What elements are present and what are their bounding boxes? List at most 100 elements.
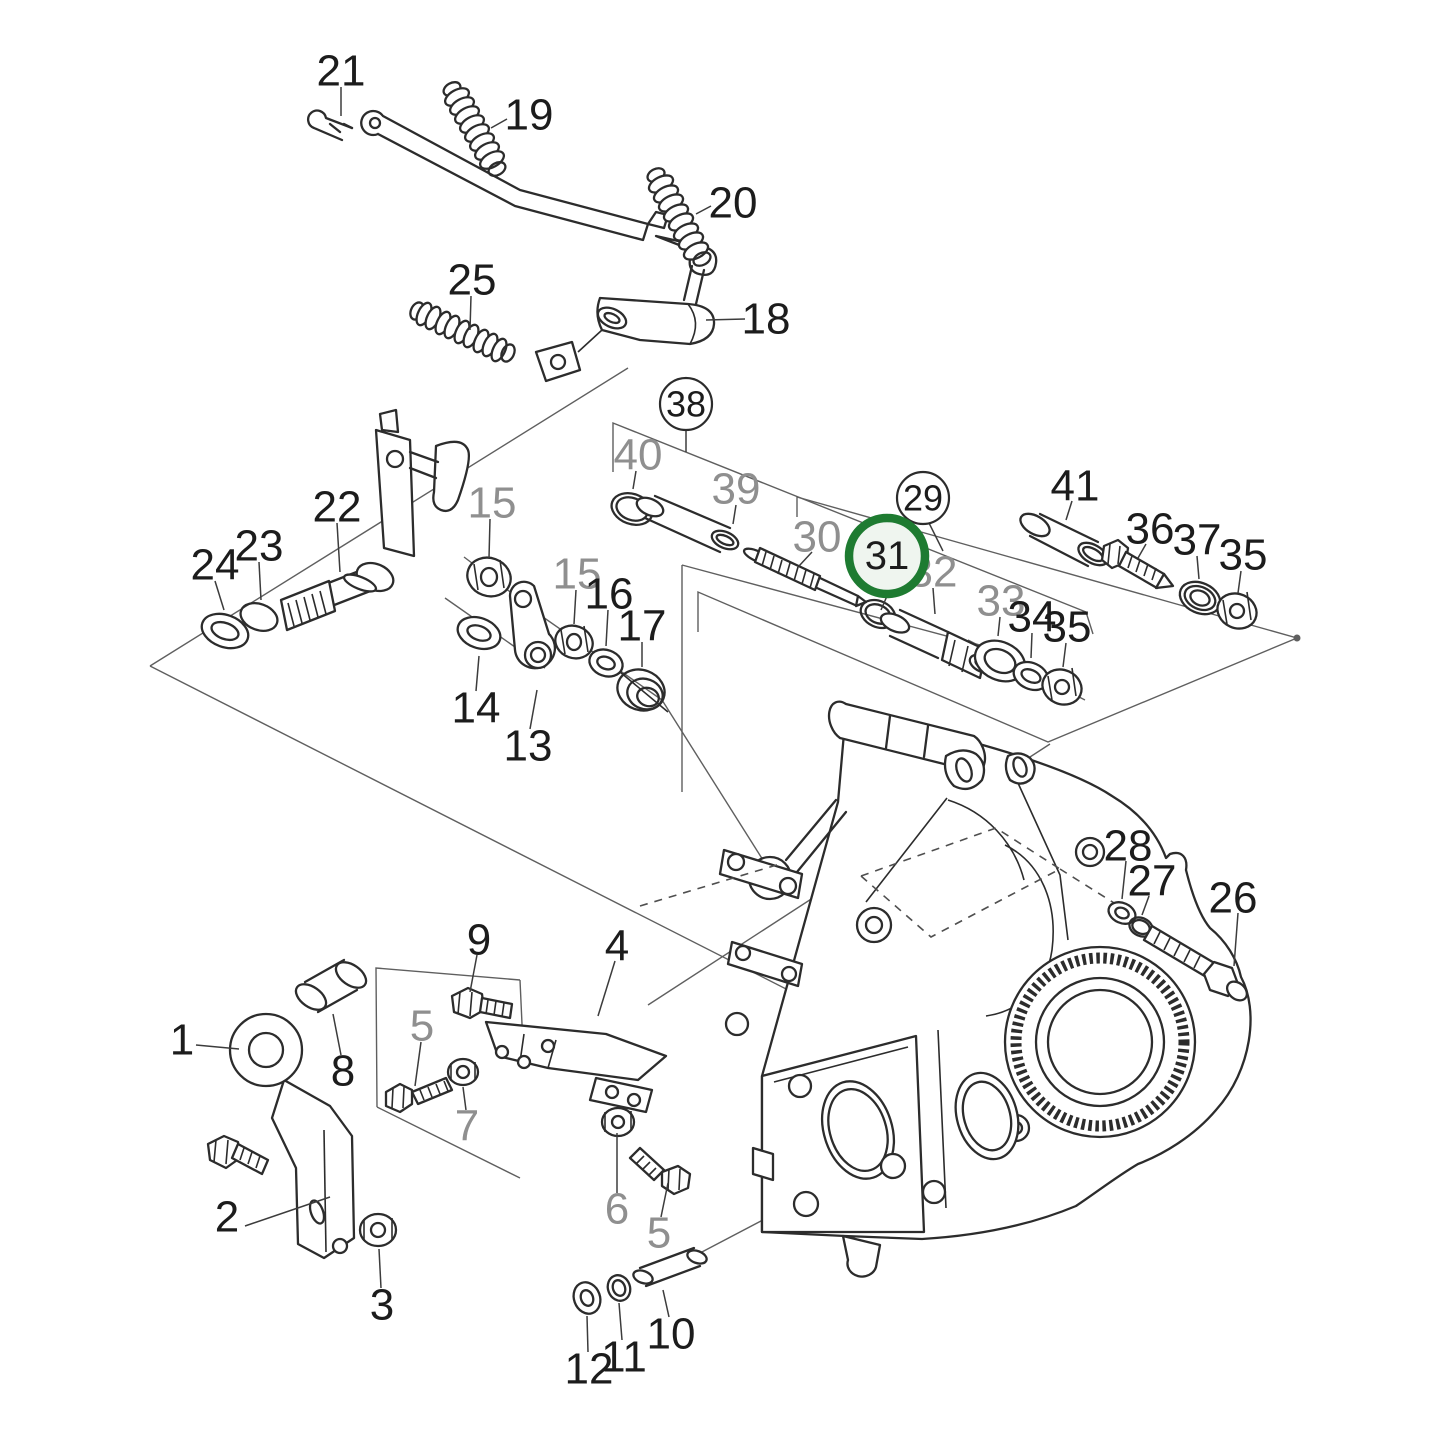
part-label-9-30: 9 <box>467 916 491 965</box>
part-label-23-6: 23 <box>235 522 284 571</box>
part-18-lever-assembly <box>360 109 718 383</box>
leader-11-39 <box>618 1302 623 1341</box>
part-label-11-39: 11 <box>601 1333 647 1382</box>
part-10-pin <box>632 1246 708 1288</box>
part-label-27-26: 27 <box>1128 857 1177 906</box>
part-26-bolt <box>1142 924 1249 1002</box>
part-label-36-22: 36 <box>1126 505 1175 554</box>
leader-23-6 <box>258 561 262 601</box>
part-label-35-20: 35 <box>1043 603 1092 652</box>
part-8-bushing <box>294 958 368 1014</box>
leader-9-30 <box>469 954 478 993</box>
leader-8-29 <box>332 1013 342 1056</box>
part-19-spring <box>442 81 507 177</box>
part-label-12-38: 12 <box>565 1345 614 1394</box>
leader-39-15 <box>732 504 737 525</box>
part-label-22-5: 22 <box>313 483 362 532</box>
part-label-1-28: 1 <box>170 1016 194 1065</box>
part-label-34-19: 34 <box>1008 593 1057 642</box>
part-label-29-42: 29 <box>903 478 943 519</box>
leader-2-36 <box>244 1196 331 1227</box>
part-label-40-14: 40 <box>614 431 663 480</box>
part-label-15-8: 15 <box>468 479 517 528</box>
leader-13-13 <box>529 689 538 730</box>
part-label-4-33: 4 <box>605 922 629 971</box>
leader-15-8 <box>488 518 491 559</box>
part-label-17-11: 17 <box>618 602 667 651</box>
part-9-bolt <box>450 986 514 1020</box>
part-41-cap <box>1019 512 1109 568</box>
leader-35-24 <box>1237 570 1242 594</box>
part-4-bracket <box>484 1020 668 1114</box>
part-15-nut-b <box>554 624 594 660</box>
part-label-28-25: 28 <box>1104 822 1153 871</box>
leader-20-2 <box>695 205 712 215</box>
part-label-13-13: 13 <box>504 722 553 771</box>
part-6-nut <box>600 1106 636 1138</box>
part-12-washer <box>572 1281 602 1315</box>
part-label-25-3: 25 <box>448 256 497 305</box>
leader-5-35 <box>660 1182 669 1218</box>
leader-30-16 <box>798 551 813 567</box>
part-label-5-35: 5 <box>647 1209 671 1258</box>
part-22-shaft-lever <box>279 408 471 632</box>
callout-circle-38 <box>658 376 714 432</box>
part-label-24-7: 24 <box>191 541 240 590</box>
part-label-31-43: 31 <box>865 534 910 578</box>
part-13-link-plate <box>508 580 557 670</box>
labels-layer: 2119202518222324151516171413403930323334… <box>170 47 1268 1394</box>
part-36-adjust-screw <box>1100 538 1175 590</box>
leader-25-3 <box>469 295 472 331</box>
leader-32-17 <box>932 587 936 615</box>
leader-26-27 <box>1233 912 1239 967</box>
leader-10-40 <box>662 1289 670 1318</box>
leader-12-38 <box>586 1315 589 1353</box>
part-label-38-41: 38 <box>666 384 706 425</box>
part-label-33-18: 33 <box>977 577 1026 626</box>
part-17-torsion-spring <box>616 668 669 713</box>
highlight-circle-31 <box>844 513 930 599</box>
part-label-2-36: 2 <box>215 1193 239 1242</box>
leader-16-10 <box>605 609 609 647</box>
part-label-19-1: 19 <box>505 91 554 140</box>
part-1-lever <box>228 1012 356 1260</box>
part-label-5-31: 5 <box>410 1002 434 1051</box>
part-label-14-12: 14 <box>452 684 501 733</box>
part-3-nut <box>358 1212 398 1248</box>
part-25-spring <box>409 301 516 363</box>
part-label-30-16: 30 <box>793 513 842 562</box>
part-label-37-23: 37 <box>1173 516 1222 565</box>
leader-19-1 <box>490 118 508 129</box>
part-37-washer <box>1178 580 1222 616</box>
part-30-adjuster-rod <box>742 546 868 608</box>
part-21-cotter-pin <box>307 109 354 142</box>
part-label-3-37: 3 <box>370 1281 394 1330</box>
part-2-bolt <box>206 1134 270 1176</box>
leader-34-19 <box>1030 632 1033 659</box>
part-24-seal-washer <box>200 612 250 650</box>
part-label-26-27: 26 <box>1209 874 1258 923</box>
leader-24-7 <box>214 580 225 611</box>
part-34-washer <box>1012 660 1050 692</box>
leader-35-20 <box>1062 642 1067 668</box>
leader-37-23 <box>1196 555 1200 580</box>
leader-27-26 <box>1141 895 1150 916</box>
part-23-snap-ring <box>239 602 279 632</box>
part-label-16-10: 16 <box>585 570 634 619</box>
leader-5-31 <box>414 1041 422 1087</box>
part-15-nut-a <box>466 556 512 598</box>
part-14-washer <box>456 615 502 651</box>
part-label-6-34: 6 <box>605 1185 629 1234</box>
leader-7-32 <box>462 1086 467 1111</box>
part-7-nut <box>446 1057 480 1087</box>
leader-40-14 <box>632 470 637 490</box>
part-label-20-2: 20 <box>709 179 758 228</box>
part-11-ring <box>606 1274 632 1302</box>
leader-33-18 <box>997 616 1001 637</box>
part-5-bolt-b <box>628 1146 692 1196</box>
part-label-18-4: 18 <box>742 295 791 344</box>
leader-29-42 <box>928 522 944 552</box>
gearbox-housing <box>639 700 1252 1278</box>
leader-31-43 <box>880 595 888 611</box>
